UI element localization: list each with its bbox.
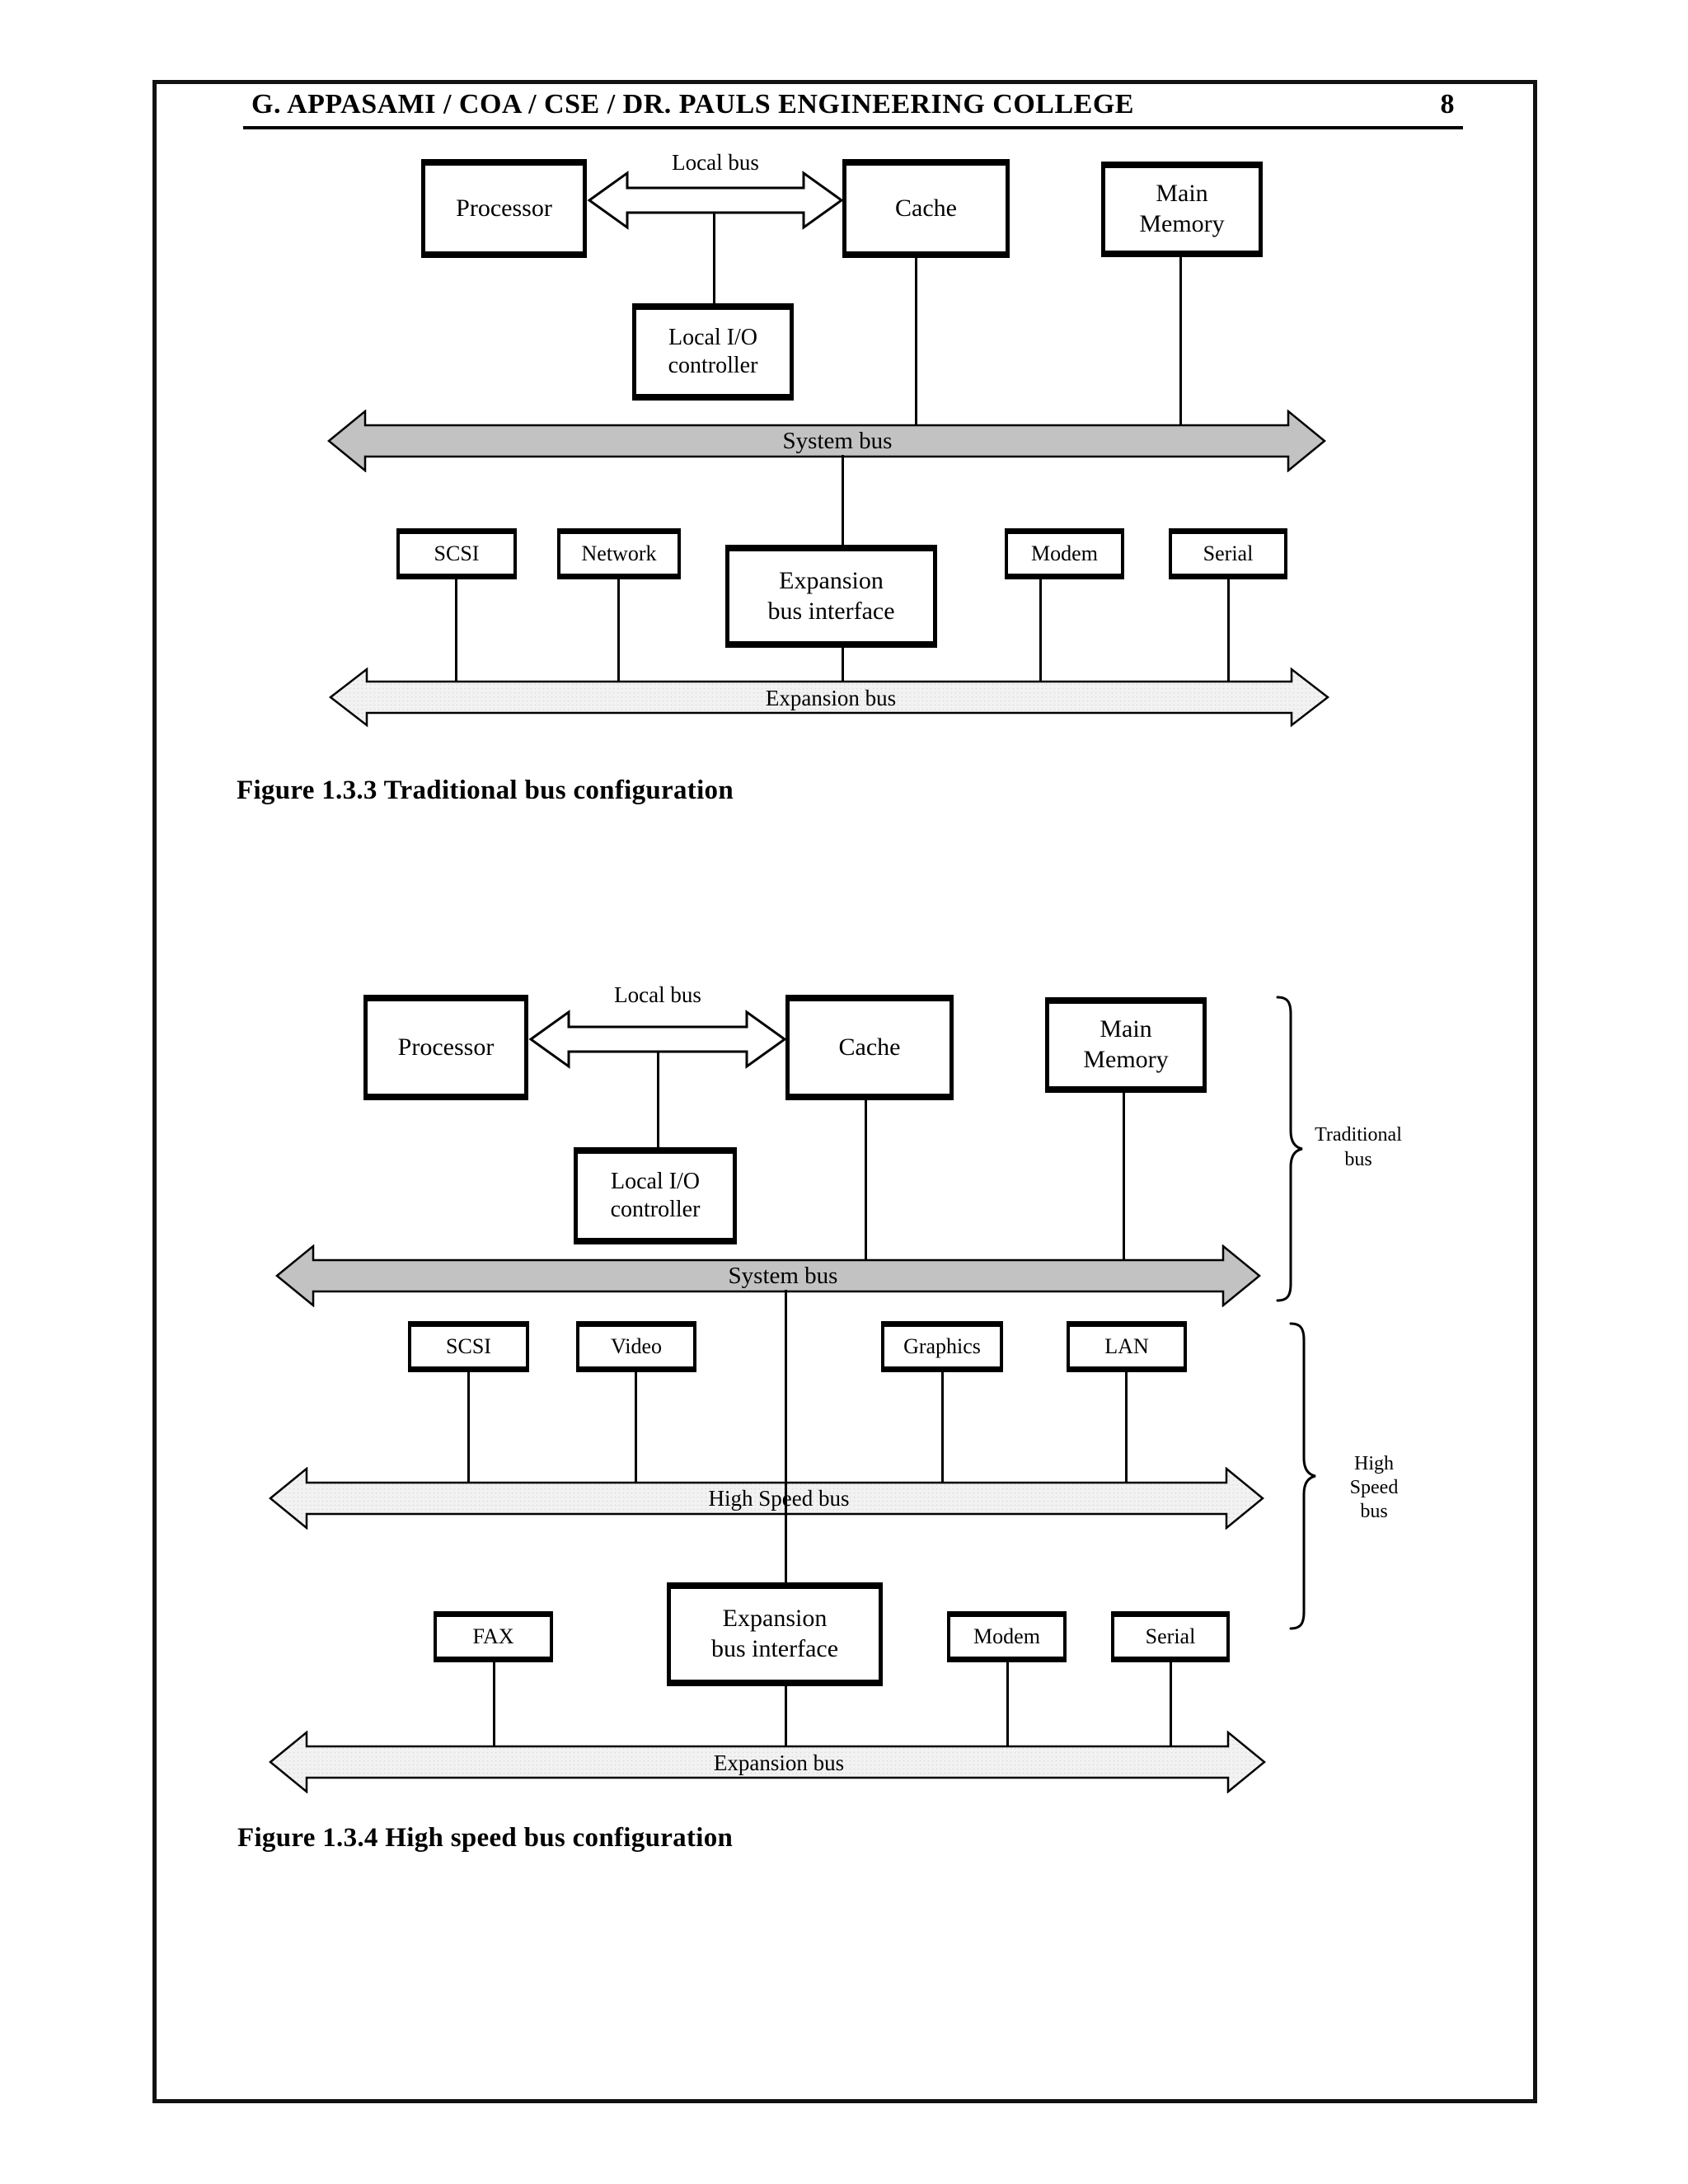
fig2-connector-graphics-highspeedbus	[941, 1371, 944, 1486]
fig1-local-io-controller-box: Local I/O controller	[632, 303, 794, 401]
header-title: G. APPASAMI / COA / CSE / DR. PAULS ENGI…	[251, 89, 1134, 120]
fig2-scsi-label: SCSI	[446, 1334, 491, 1358]
fig2-connector-serial-expansionbus	[1170, 1661, 1172, 1749]
fig2-main-memory-label-line1: Main	[1100, 1015, 1152, 1043]
fig2-connector-systembus-ebi	[785, 1290, 787, 1584]
fig1-system-bus-arrow	[327, 410, 1326, 472]
fig1-expansion-bus-arrow	[328, 667, 1330, 728]
fig1-serial-label: Serial	[1203, 541, 1254, 565]
fig2-expansion-bus-label: Expansion bus	[713, 1750, 845, 1775]
fig1-connector-mainmemory-systembus	[1179, 257, 1182, 427]
fig2-serial-box: Serial	[1111, 1611, 1230, 1662]
fig1-local-bus-label: Local bus	[672, 150, 759, 175]
fig2-main-memory-label-line2: Memory	[1083, 1046, 1169, 1073]
fig2-connector-fax-expansionbus	[493, 1661, 495, 1749]
page-header: G. APPASAMI / COA / CSE / DR. PAULS ENGI…	[243, 86, 1463, 129]
fig2-ebi-label-line2: bus interface	[710, 1635, 839, 1662]
fig1-connector-cache-systembus	[915, 258, 917, 427]
fig1-connector-scsi-expansionbus	[455, 578, 457, 684]
fig2-expansion-bus-interface-box: Expansion bus interface	[667, 1582, 883, 1686]
fig1-ebi-label-line2: bus interface	[767, 597, 895, 625]
fig1-connector-network-expansionbus	[617, 578, 620, 684]
fig2-connector-modem-expansionbus	[1006, 1661, 1009, 1749]
fig1-expansion-bus-interface-box: Expansion bus interface	[725, 545, 937, 648]
fig1-connector-modem-expansionbus	[1039, 578, 1042, 684]
fig2-local-bus-arrow	[528, 1010, 787, 1069]
fig1-expansion-bus-label: Expansion bus	[765, 686, 897, 710]
fig2-graphics-label: Graphics	[903, 1334, 981, 1358]
fig1-local-bus-arrow	[587, 171, 844, 230]
fig1-connector-serial-expansionbus	[1227, 578, 1230, 684]
fig2-modem-label: Modem	[973, 1624, 1040, 1648]
fig2-processor-label: Processor	[397, 1033, 495, 1061]
fig2-local-io-label-line2: controller	[610, 1197, 701, 1222]
fig1-serial-box: Serial	[1169, 528, 1287, 579]
fig2-connector-mainmemory-systembus	[1123, 1093, 1125, 1262]
fig2-local-io-controller-box: Local I/O controller	[574, 1147, 737, 1244]
fig2-ebi-label-line1: Expansion	[722, 1605, 828, 1633]
fig2-system-bus-label: System bus	[728, 1263, 838, 1289]
fig1-network-box: Network	[557, 528, 681, 579]
fig2-high-speed-bus-label: High Speed bus	[708, 1486, 850, 1511]
fig2-modem-box: Modem	[947, 1611, 1067, 1662]
fig1-network-label: Network	[581, 541, 657, 565]
fig2-system-bus-arrow	[275, 1244, 1261, 1307]
fig1-local-io-label-line2: controller	[668, 353, 758, 378]
fig1-cache-box: Cache	[842, 159, 1010, 258]
fig2-connector-video-highspeedbus	[635, 1371, 637, 1486]
fig2-connector-cache-systembus	[865, 1100, 867, 1262]
fig2-traditional-bus-brace	[1276, 996, 1303, 1302]
fig2-local-io-label-line1: Local I/O	[610, 1168, 701, 1194]
fig2-caption: Figure 1.3.4 High speed bus configuratio…	[237, 1823, 734, 1853]
fig1-scsi-box: SCSI	[396, 528, 517, 579]
fig1-caption: Figure 1.3.3 Traditional bus configurati…	[237, 776, 734, 805]
fig2-lan-box: LAN	[1067, 1321, 1187, 1372]
fig1-ebi-label-line1: Expansion	[779, 566, 884, 594]
fig2-local-bus-label: Local bus	[614, 982, 701, 1007]
fig1-scsi-label: SCSI	[434, 541, 480, 565]
fig2-high-speed-bus-arrow	[269, 1467, 1264, 1530]
fig2-processor-box: Processor	[363, 995, 528, 1100]
fig2-fax-box: FAX	[434, 1611, 553, 1662]
fig1-modem-label: Modem	[1031, 541, 1098, 565]
fig2-video-box: Video	[576, 1321, 696, 1372]
fig1-connector-localbus-lio	[713, 211, 715, 305]
fig1-main-memory-label-line2: Memory	[1139, 210, 1225, 237]
fig2-high-speed-bus-brace-label: High Speed bus	[1349, 1453, 1399, 1522]
fig2-high-speed-bus-brace	[1289, 1322, 1316, 1630]
fig2-connector-scsi-highspeedbus	[467, 1371, 470, 1486]
fig1-main-memory-label-line1: Main	[1156, 180, 1208, 208]
fig1-cache-label: Cache	[895, 194, 957, 222]
fig1-system-bus-label: System bus	[782, 428, 893, 454]
fig2-connector-lan-highspeedbus	[1125, 1371, 1128, 1486]
fig2-serial-label: Serial	[1145, 1624, 1196, 1648]
fig1-modem-box: Modem	[1005, 528, 1124, 579]
fig1-main-memory-box: Main Memory	[1101, 162, 1263, 257]
fig1-processor-label: Processor	[456, 194, 552, 222]
fig1-connector-systembus-ebi	[842, 455, 844, 546]
fig1-local-io-label-line1: Local I/O	[668, 324, 758, 350]
fig2-connector-localbus-lio	[657, 1052, 659, 1149]
fig1-processor-box: Processor	[421, 159, 587, 258]
fig2-cache-box: Cache	[785, 995, 954, 1100]
fig2-video-label: Video	[611, 1334, 662, 1358]
fig2-fax-label: FAX	[472, 1624, 514, 1648]
fig2-connector-ebi-expansionbus	[785, 1685, 787, 1749]
fig2-expansion-bus-arrow	[269, 1731, 1266, 1793]
fig2-traditional-bus-brace-label: Traditional bus	[1315, 1124, 1402, 1170]
fig2-lan-label: LAN	[1104, 1334, 1149, 1358]
fig2-cache-label: Cache	[838, 1033, 901, 1061]
fig2-graphics-box: Graphics	[881, 1321, 1003, 1372]
fig1-connector-ebi-expansionbus	[842, 646, 844, 684]
fig2-main-memory-box: Main Memory	[1045, 997, 1207, 1093]
page-number: 8	[1440, 89, 1455, 120]
fig2-scsi-box: SCSI	[408, 1321, 529, 1372]
